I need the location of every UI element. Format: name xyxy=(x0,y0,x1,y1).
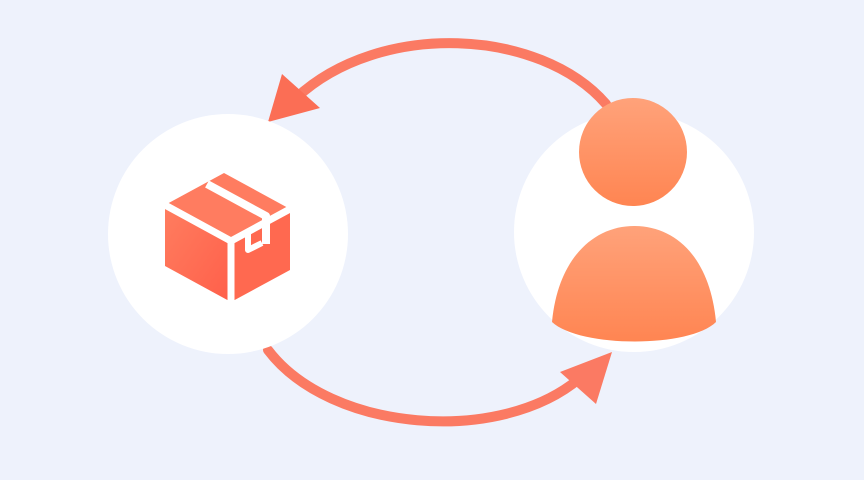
user-body xyxy=(552,226,716,342)
arrow-to-user-head xyxy=(560,352,612,404)
arrow-to-package xyxy=(268,38,611,122)
arrow-to-package-line xyxy=(291,38,611,109)
user-head xyxy=(579,98,687,206)
user-avatar-icon xyxy=(552,98,716,342)
arrow-to-user xyxy=(263,345,612,427)
arrow-to-package-head xyxy=(268,74,320,122)
arrow-to-user-line xyxy=(263,345,585,427)
package-box-icon xyxy=(163,173,292,302)
